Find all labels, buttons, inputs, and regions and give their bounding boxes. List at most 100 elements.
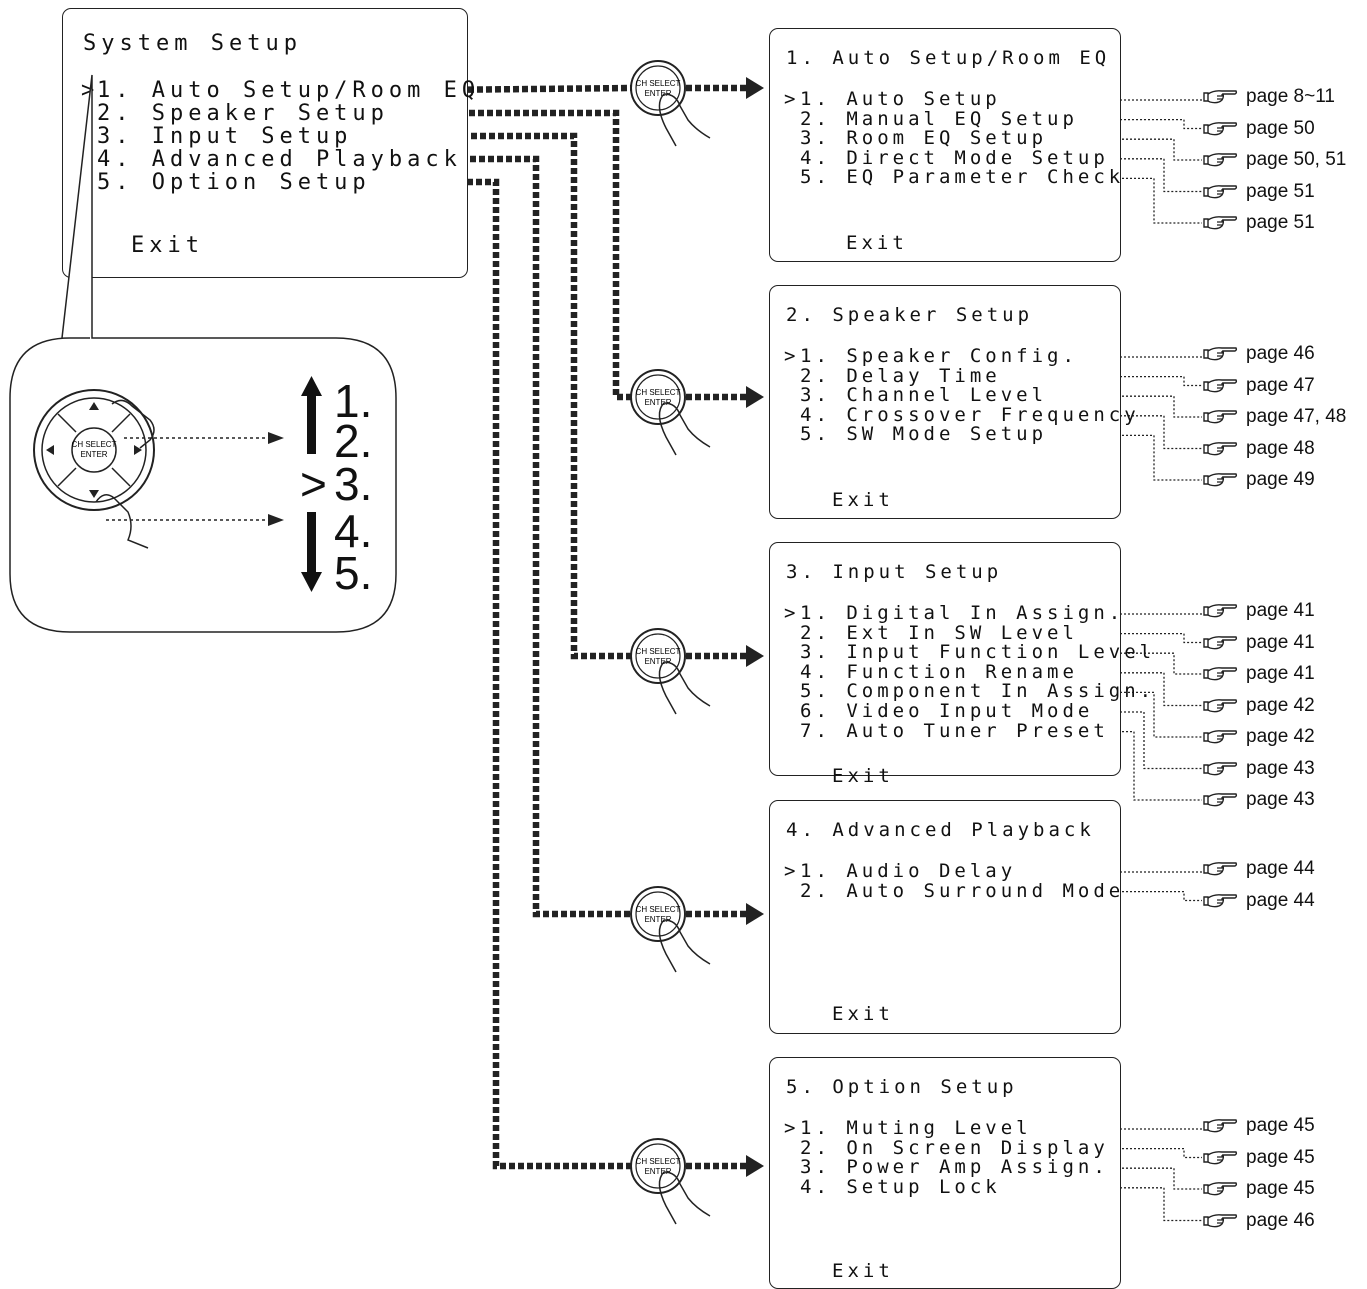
submenu-item[interactable]: 3. Channel Level <box>800 384 1048 407</box>
submenu-item[interactable]: 4. Function Rename <box>800 660 1078 683</box>
pointing-hand-icon <box>1202 891 1238 911</box>
submenu-title: 1. Auto Setup/Room EQ <box>786 47 1111 69</box>
page-reference-label: page 49 <box>1246 469 1315 490</box>
page-reference[interactable]: page 47, 48 <box>1202 406 1346 428</box>
submenu-exit[interactable]: Exit <box>832 489 894 511</box>
main-menu-item-4[interactable]: 4. Advanced Playback <box>97 147 462 172</box>
enter-button-label-2: ENTER <box>644 1167 671 1176</box>
page-reference[interactable]: page 45 <box>1202 1178 1315 1200</box>
pointing-hand-icon <box>1202 696 1238 716</box>
arrow-right-icon[interactable] <box>134 445 142 455</box>
page-reference[interactable]: page 48 <box>1202 438 1315 460</box>
submenu-item[interactable]: 1. Muting Level <box>800 1117 1032 1139</box>
page-reference[interactable]: page 46 <box>1202 1210 1315 1232</box>
page-reference-label: page 43 <box>1246 789 1315 810</box>
page-reference[interactable]: page 45 <box>1202 1147 1315 1169</box>
submenu-item[interactable]: 2. Delay Time <box>800 364 1001 387</box>
remote-callout: CH SELECT ENTER <box>9 74 397 633</box>
page-reference-label: page 42 <box>1246 726 1315 747</box>
pointing-hand-icon <box>1202 790 1238 810</box>
page-reference[interactable]: page 43 <box>1202 789 1315 811</box>
page-reference[interactable]: page 45 <box>1202 1115 1315 1137</box>
submenu-item[interactable]: 2. Manual EQ Setup <box>800 107 1078 130</box>
arrow-up-icon[interactable] <box>89 402 99 410</box>
main-menu-item-2[interactable]: 2. Speaker Setup <box>97 101 389 126</box>
submenu-title: 3. Input Setup <box>786 561 1003 583</box>
page-reference[interactable]: page 50 <box>1202 118 1315 140</box>
page-reference[interactable]: page 41 <box>1202 663 1315 685</box>
page-reference[interactable]: page 44 <box>1202 858 1315 880</box>
submenu-item[interactable]: 7. Auto Tuner Preset <box>800 719 1109 742</box>
pressing-hand-icon <box>658 93 711 147</box>
enter-button-label-2: ENTER <box>644 89 671 98</box>
arrow-left-icon[interactable] <box>46 445 54 455</box>
submenu-item[interactable]: 3. Input Function Level <box>800 641 1156 664</box>
submenu-item[interactable]: 6. Video Input Mode <box>800 700 1094 722</box>
submenu-cursor: > <box>784 345 796 367</box>
submenu-item[interactable]: 4. Setup Lock <box>800 1175 1001 1198</box>
pointing-hand-icon <box>1202 213 1238 233</box>
main-menu-item-5[interactable]: 5. Option Setup <box>97 170 371 195</box>
remote-dial[interactable]: CH SELECT ENTER <box>33 389 155 549</box>
submenu-item[interactable]: 4. Direct Mode Setup <box>800 146 1109 169</box>
page-reference[interactable]: page 44 <box>1202 890 1315 912</box>
page-reference-label: page 50, 51 <box>1246 149 1347 170</box>
page-reference[interactable]: page 51 <box>1202 212 1315 234</box>
submenu-panel-3: 3. Input Setup>1. Digital In Assign.2. E… <box>769 542 1151 786</box>
submenu-item[interactable]: 3. Room EQ Setup <box>800 127 1048 150</box>
pointing-hand-icon <box>1202 150 1238 170</box>
page-reference[interactable]: page 42 <box>1202 695 1315 717</box>
page-reference-label: page 50 <box>1246 117 1315 139</box>
main-menu-exit[interactable]: Exit <box>131 233 204 258</box>
page-reference[interactable]: page 8~11 <box>1202 86 1335 108</box>
arrow-down-icon[interactable] <box>89 490 99 498</box>
main-menu-item-3[interactable]: 3. Input Setup <box>97 124 353 149</box>
page-reference[interactable]: page 41 <box>1202 600 1315 622</box>
page-reference[interactable]: page 51 <box>1202 181 1315 203</box>
submenu-item[interactable]: 1. Audio Delay <box>800 860 1017 882</box>
page-reference[interactable]: page 42 <box>1202 726 1315 748</box>
page-reference-label: page 48 <box>1246 437 1315 459</box>
page-reference[interactable]: page 49 <box>1202 469 1315 491</box>
main-menu-title: System Setup <box>83 31 302 56</box>
page-reference[interactable]: page 47 <box>1202 375 1315 397</box>
submenu-exit[interactable]: Exit <box>832 1003 894 1025</box>
submenu-exit[interactable]: Exit <box>846 232 908 254</box>
submenu-item[interactable]: 4. Crossover Frequency <box>800 403 1140 426</box>
page-reference-label: page 43 <box>1246 757 1315 779</box>
main-menu-item-1[interactable]: 1. Auto Setup/Room EQ <box>97 78 481 103</box>
page-reference[interactable]: page 46 <box>1202 343 1315 365</box>
enter-button-label-2: ENTER <box>644 657 671 666</box>
submenu-item[interactable]: 2. Auto Surround Mode <box>800 879 1125 902</box>
submenu-exit[interactable]: Exit <box>832 1260 894 1282</box>
page-reference-label: page 44 <box>1246 858 1315 879</box>
submenu-item[interactable]: 1. Speaker Config. <box>800 345 1078 367</box>
submenu-item[interactable]: 2. Ext In SW Level <box>800 621 1078 644</box>
submenu-exit[interactable]: Exit <box>832 765 894 787</box>
page-reference[interactable]: page 41 <box>1202 632 1315 654</box>
ch-select-enter-button[interactable] <box>71 427 117 473</box>
remote-step-3: 3. <box>334 458 373 510</box>
pointing-hand-icon <box>1202 439 1238 459</box>
page-reference[interactable]: page 50, 51 <box>1202 149 1346 171</box>
page-reference[interactable]: page 43 <box>1202 758 1315 780</box>
submenu-item[interactable]: 2. On Screen Display <box>800 1136 1109 1159</box>
submenu-item[interactable]: 5. SW Mode Setup <box>800 423 1048 446</box>
page-reference-label: page 45 <box>1246 1178 1315 1199</box>
pressing-hand-icon <box>658 661 711 715</box>
remote-step-5: 5. <box>334 547 373 599</box>
page-reference-label: page 51 <box>1246 180 1315 202</box>
submenu-item[interactable]: 5. Component In Assign. <box>800 680 1156 703</box>
submenu-item[interactable]: 5. EQ Parameter Check <box>800 166 1125 189</box>
submenu-item[interactable]: 1. Digital In Assign. <box>800 602 1125 624</box>
pointing-hand-icon <box>1202 376 1238 396</box>
page-reference-label: page 47 <box>1246 374 1315 396</box>
submenu-item[interactable]: 3. Power Amp Assign. <box>800 1156 1109 1179</box>
submenu-item[interactable]: 1. Auto Setup <box>800 88 1001 110</box>
